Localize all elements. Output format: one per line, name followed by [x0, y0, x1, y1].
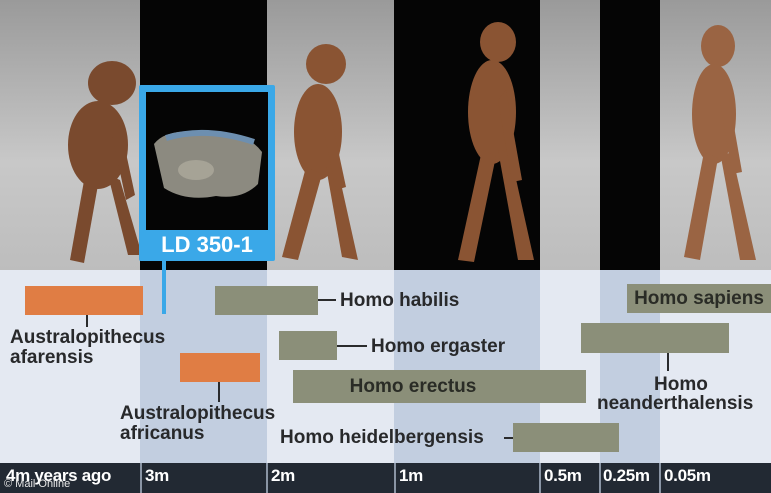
- fossil-label: LD 350-1: [139, 230, 275, 260]
- neanderthalensis-bar: [581, 323, 729, 353]
- homo-sapiens-figure: [668, 22, 768, 270]
- tick-0.5m: [539, 463, 541, 493]
- neanderthalensis-label-line1: Homo: [654, 375, 708, 394]
- time-axis: [0, 463, 771, 493]
- africanus-connector: [218, 382, 220, 402]
- afarensis-connector: [86, 315, 88, 327]
- tick-label-2m: 2m: [271, 466, 295, 486]
- habilis-label: Homo habilis: [340, 291, 459, 310]
- homo-erectus-figure: [438, 20, 548, 270]
- neanderthalensis-connector: [667, 353, 669, 371]
- erectus-label: Homo erectus: [293, 372, 533, 401]
- dark-band-0.25m-0.05m: [600, 0, 660, 270]
- tick-label-0.05m: 0.05m: [664, 466, 711, 486]
- sapiens-label: Homo sapiens: [627, 284, 771, 313]
- ergaster-bar: [279, 331, 337, 360]
- tick-0.05m: [659, 463, 661, 493]
- tick-label-0.5m: 0.5m: [544, 466, 582, 486]
- tick-2m: [266, 463, 268, 493]
- africanus-bar: [180, 353, 260, 382]
- tick-label-1m: 1m: [399, 466, 423, 486]
- habilis-bar: [215, 286, 318, 315]
- watermark: © Mail Online: [4, 478, 70, 490]
- fossil-photo: [146, 92, 268, 230]
- afarensis-label-line1: Australopithecus: [10, 328, 165, 347]
- heidelbergensis-connector: [504, 437, 513, 439]
- africanus-label-line2: africanus: [120, 424, 204, 443]
- heidelbergensis-bar: [513, 423, 619, 452]
- jawbone-fossil-image: [146, 92, 268, 230]
- neanderthalensis-label-line2: neanderthalensis: [597, 394, 753, 413]
- ergaster-label: Homo ergaster: [371, 337, 505, 356]
- habilis-connector: [318, 299, 336, 301]
- ergaster-connector: [337, 345, 367, 347]
- tick-1m: [394, 463, 396, 493]
- tick-3m: [140, 463, 142, 493]
- afarensis-figure: [40, 55, 150, 270]
- heidelbergensis-label: Homo heidelbergensis: [280, 428, 484, 447]
- africanus-figure: [270, 42, 380, 270]
- tick-label-0.25m: 0.25m: [603, 466, 650, 486]
- africanus-label-line1: Australopithecus: [120, 404, 275, 423]
- afarensis-bar: [25, 286, 143, 315]
- tick-0.25m: [599, 463, 601, 493]
- tick-label-3m: 3m: [145, 466, 169, 486]
- afarensis-label-line2: afarensis: [10, 348, 93, 367]
